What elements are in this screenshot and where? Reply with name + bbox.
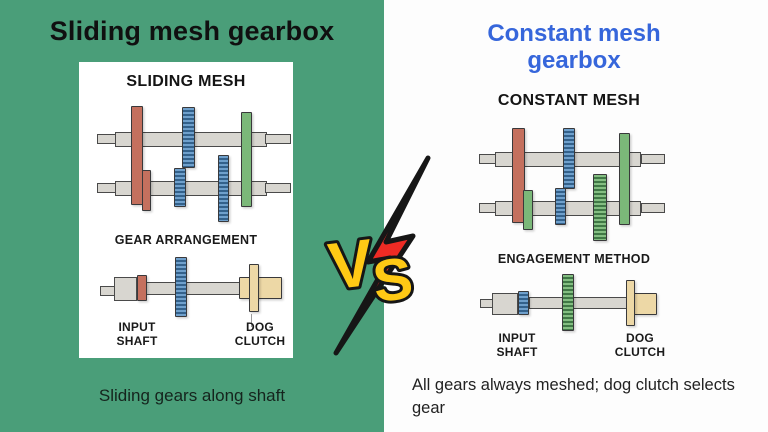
assembly-gear-green (562, 274, 574, 331)
gear-arrangement-label: GEAR ARRANGEMENT (114, 233, 258, 247)
top-shaft-right-cap (641, 154, 665, 164)
left-panel: Sliding mesh gearbox SLIDING MESH GEAR A… (0, 0, 384, 432)
vs-letter-s: S (369, 245, 416, 315)
vs-letter-v: V (325, 225, 378, 304)
left-caption: Sliding gears along shaft (98, 386, 286, 405)
gear-blue-top (563, 128, 575, 189)
gear-red-tall (131, 106, 143, 205)
engagement-method-label: ENGAGEMENT METHOD (497, 252, 651, 266)
dog-clutch-block (634, 293, 657, 315)
gear-blue-bottom (218, 155, 229, 222)
input-shaft-label-line1: INPUT (498, 331, 536, 345)
gear-blue-small (174, 168, 186, 207)
bottom-shaft-right-cap (641, 203, 665, 213)
input-shaft-label: INPUT SHAFT (477, 331, 557, 359)
assembly-shaft (146, 282, 242, 295)
dog-clutch-flange (249, 264, 259, 312)
right-panel-title: Constant mesh gearbox (404, 20, 744, 74)
gear-green-tall (241, 112, 252, 207)
sliding-mesh-card-title: SLIDING MESH (126, 73, 246, 90)
top-shaft-left-cap (479, 154, 496, 164)
input-shaft-collar (137, 275, 147, 301)
right-caption: All gears always meshed; dog clutch sele… (412, 376, 735, 417)
input-shaft-label-line2: SHAFT (496, 345, 538, 359)
lightning-bolt-icon (333, 155, 431, 356)
gear-red-tall (512, 128, 525, 223)
input-shaft-label: INPUT SHAFT (97, 320, 177, 348)
input-shaft-label-line2: SHAFT (116, 334, 158, 348)
constant-mesh-diagram (470, 120, 680, 255)
assembly-shaft (529, 297, 630, 309)
dog-clutch-flange (626, 280, 635, 326)
input-shaft-label-line1: INPUT (118, 320, 156, 334)
left-panel-title: Sliding mesh gearbox (49, 16, 335, 46)
engagement-diagram (470, 270, 680, 340)
bottom-shaft-right-cap (265, 183, 291, 193)
right-title-line2: gearbox (527, 47, 621, 74)
dog-clutch-label: DOG CLUTCH (600, 331, 680, 359)
dog-clutch-label-line1: DOG (626, 331, 654, 345)
input-shaft-collar (518, 291, 529, 315)
right-title-line1: Constant mesh (487, 20, 661, 47)
vs-badge: V S (322, 155, 431, 356)
gear-blue-small (555, 188, 566, 225)
top-shaft-right-cap (265, 134, 291, 144)
dog-clutch-label-line1: DOG (246, 320, 274, 334)
dog-clutch-label: DOG CLUTCH (220, 320, 300, 348)
input-shaft-block (492, 293, 518, 315)
gear-green-tall (619, 133, 630, 225)
bottom-shaft-left-cap (479, 203, 496, 213)
input-shaft-block (114, 277, 137, 301)
constant-mesh-title: CONSTANT MESH (497, 92, 641, 109)
gear-red-small (142, 170, 151, 211)
dog-clutch-label-line2: CLUTCH (234, 334, 286, 348)
gear-green-small (523, 190, 533, 230)
gear-blue-top (182, 107, 195, 168)
input-shaft-stub (100, 286, 115, 296)
dog-clutch-pointer-line (251, 314, 252, 327)
dog-clutch-block (239, 277, 282, 299)
dog-clutch-label-line2: CLUTCH (614, 345, 666, 359)
gear-green-striped (593, 174, 607, 241)
sliding-mesh-card: SLIDING MESH GEAR ARRANGEMENT INPUT SHAF… (79, 62, 293, 358)
assembly-gear-blue (175, 257, 187, 317)
